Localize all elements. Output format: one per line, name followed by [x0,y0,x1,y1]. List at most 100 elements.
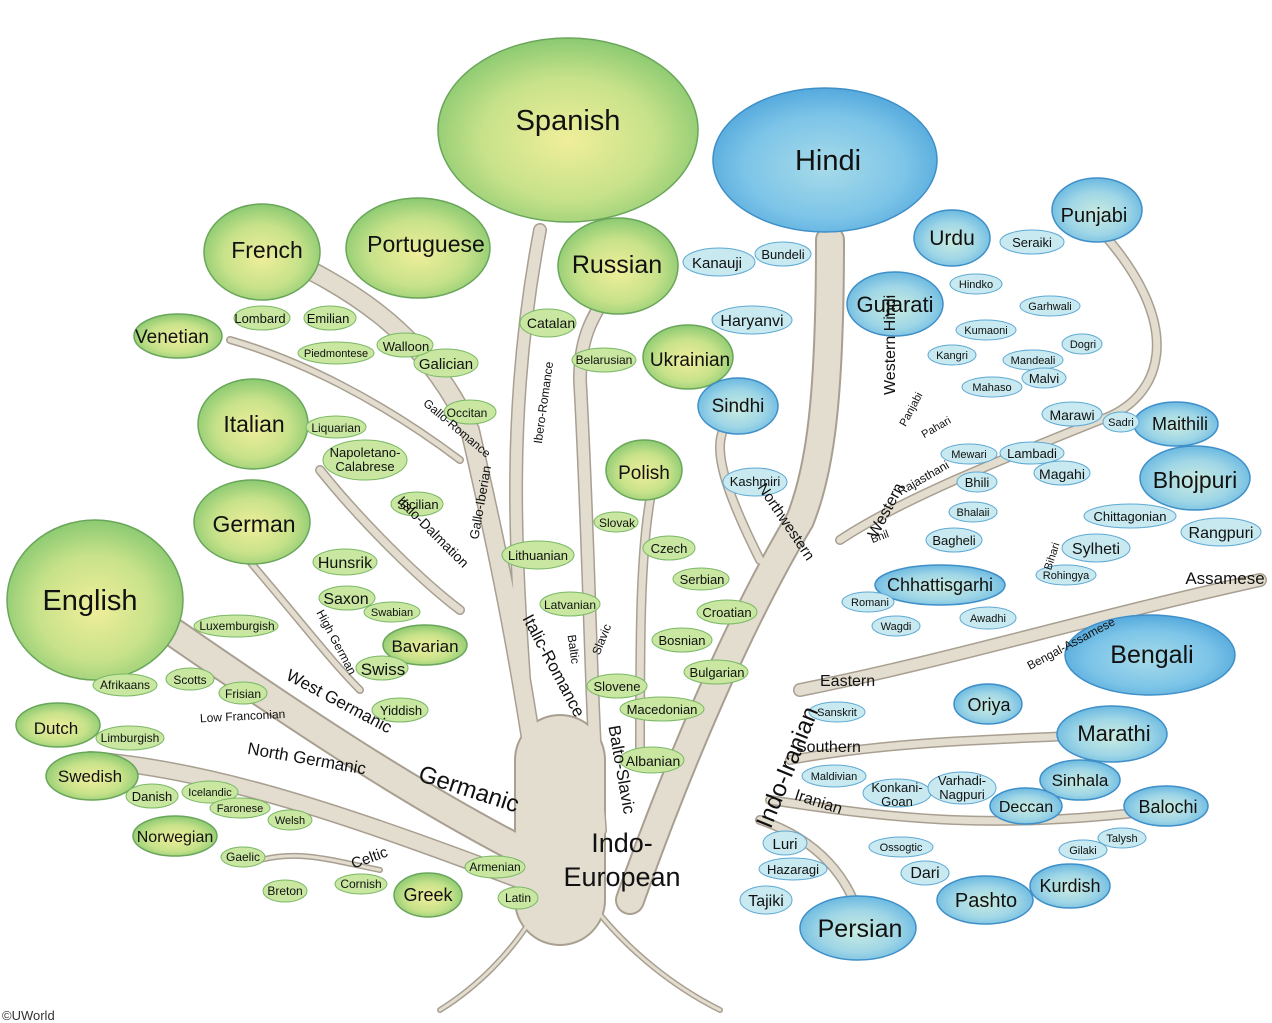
branch-low-franconian: Low Franconian [200,707,286,725]
label-mahaso: Mahaso [972,382,1011,394]
label-walloon: Walloon [383,339,429,354]
label-afrikaans: Afrikaans [100,678,150,692]
label-chittagonian: Chittagonian [1094,509,1167,524]
label-bhili: Bhili [965,475,990,490]
label-dogri: Dogri [1070,339,1096,351]
branch-western-hindi: Western Hindi [882,295,899,395]
label-catalan: Catalan [527,315,575,331]
label-kanauji: Kanauji [692,255,742,272]
label-marathi: Marathi [1077,721,1150,746]
label-italian: Italian [223,411,284,437]
canopy-deccan [989,787,1063,825]
label-pashto: Pashto [955,890,1017,912]
label-sindhi: Sindhi [712,396,765,417]
label-bhojpuri: Bhojpuri [1153,467,1237,493]
label-punjabi: Punjabi [1061,205,1128,227]
label-occitan: Occitan [447,406,488,420]
label-maithili: Maithili [1152,414,1208,434]
label-assamese: Assamese [1185,569,1264,588]
label-goan: Goan [881,794,913,809]
label-sadri: Sadri [1108,417,1134,429]
label-konkani: Konkani- [871,780,922,795]
canopy-swedish [45,751,139,801]
branch-baltic: Baltic [565,634,583,665]
label-rohingya: Rohingya [1043,570,1090,582]
label-swiss: Swiss [361,660,405,679]
label-spanish: Spanish [516,105,621,137]
label-emilian: Emilian [307,311,350,326]
small-leaves-blue [682,229,1262,915]
label-lombard: Lombard [234,311,285,326]
label-oriya: Oriya [967,695,1011,715]
label-luri: Luri [772,836,797,853]
canopy-chhattisgarhi [874,564,1006,606]
label-latvanian: Latvanian [544,598,596,612]
label-czech: Czech [651,541,688,556]
canopy-marathi [1056,705,1168,763]
label-greek: Greek [403,885,453,905]
canopy-portuguese [345,197,491,299]
label-serbian: Serbian [680,572,725,587]
canopy-kurdish [1029,863,1111,909]
label-gilaki: Gilaki [1069,845,1097,857]
label-urdu: Urdu [929,227,975,250]
canopy-russian [557,217,679,315]
label-lambadi: Lambadi [1007,446,1057,461]
canopy-persian [799,895,917,961]
label-seraiki: Seraiki [1012,235,1052,250]
label-bavarian: Bavarian [391,637,458,656]
label-kurdish: Kurdish [1039,876,1100,896]
label-bhalaii: Bhalaii [956,507,989,519]
label-dutch: Dutch [34,719,78,738]
label-mewari: Mewari [951,449,986,461]
label-piedmontese: Piedmontese [304,348,368,360]
label-frisian: Frisian [225,687,261,701]
label-swabian: Swabian [371,607,413,619]
label-wagdi: Wagdi [881,621,912,633]
label-german: German [212,511,295,537]
label-garhwali: Garhwali [1028,301,1071,313]
label-english: English [42,585,137,617]
label-cornish: Cornish [340,877,381,891]
label-swedish: Swedish [58,767,122,786]
canopy-venetian [133,313,223,359]
label-ossogtic: Ossogtic [880,842,923,854]
label-ukrainian: Ukrainian [650,350,730,371]
canopy-pashto [936,875,1034,925]
label-tajiki: Tajiki [748,893,784,910]
label-portuguese: Portuguese [367,231,485,257]
label-liquarian: Liquarian [311,421,360,435]
label-bundeli: Bundeli [761,247,804,262]
label-polish: Polish [618,463,670,484]
label-maldivian: Maldivian [811,771,857,783]
branch-eastern: Eastern [820,673,875,690]
canopy-dutch [15,702,101,748]
canopy-bengali [1064,614,1236,696]
label-varhadi: Varhadi- [938,773,986,788]
label-sanskrit: Sanskrit [817,707,857,719]
label-persian: Persian [818,915,903,943]
label-russian: Russian [572,251,662,279]
label-armenian: Armenian [469,860,520,874]
label-bengali: Bengali [1110,641,1193,669]
branch-ibero-romance: Ibero-Romance [531,360,556,444]
label-albanian: Albanian [626,753,681,769]
label-slovak: Slovak [599,516,636,530]
label-deccan: Deccan [999,799,1053,816]
branch-pahari: Pahari [920,415,954,441]
label-belarusian: Belarusian [576,353,633,367]
canopy-french [203,203,321,301]
label-awadhi: Awadhi [970,613,1006,625]
canopy-bhojpuri [1139,445,1251,511]
canopies [6,37,1251,961]
canopy-bavarian [382,624,468,666]
label-dari: Dari [910,865,939,882]
canopy-ukrainian [642,324,734,390]
canopy-norwegian [132,815,218,857]
label-romani: Romani [851,597,889,609]
label-magahi: Magahi [1039,466,1085,482]
label-gujarati: Gujarati [856,292,933,317]
label-bosnian: Bosnian [659,633,706,648]
canopy-hindi [712,87,938,233]
